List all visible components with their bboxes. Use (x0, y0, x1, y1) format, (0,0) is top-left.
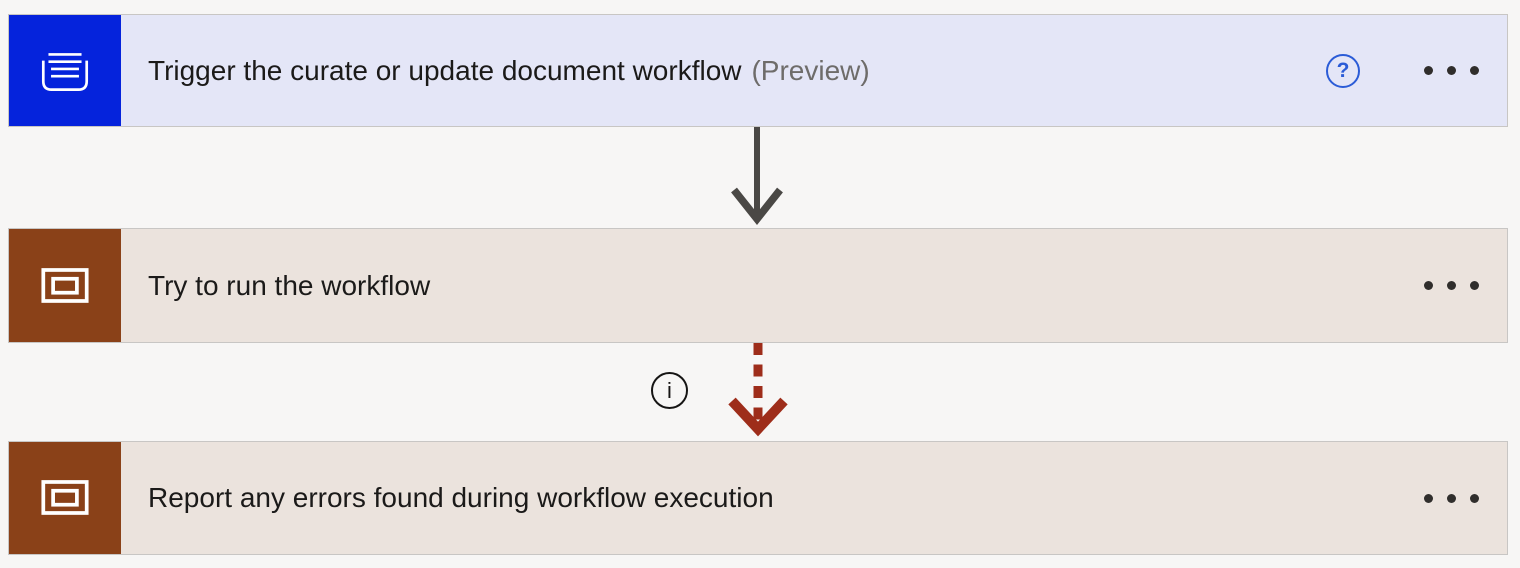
action-title: Try to run the workflow (148, 269, 431, 301)
info-icon[interactable]: i (651, 372, 688, 409)
connector-arrow-dashed-error (728, 343, 788, 437)
action-card-report[interactable]: Report any errors found during workflow … (8, 441, 1508, 555)
more-options-icon[interactable] (1424, 66, 1479, 75)
trigger-title: Trigger the curate or update document wo… (148, 54, 742, 86)
more-options-icon[interactable] (1424, 281, 1479, 290)
action-title: Report any errors found during workflow … (148, 482, 774, 513)
action-card-try[interactable]: Try to run the workflow (8, 228, 1508, 343)
help-icon[interactable]: ? (1326, 53, 1360, 88)
more-options-icon[interactable] (1424, 493, 1479, 503)
scope-icon (9, 442, 121, 554)
preview-badge: (Preview) (751, 54, 870, 86)
dataverse-trigger-icon (9, 15, 121, 126)
trigger-card[interactable]: Trigger the curate or update document wo… (8, 14, 1508, 127)
scope-icon (9, 229, 121, 342)
connector-arrow-solid (731, 127, 783, 226)
